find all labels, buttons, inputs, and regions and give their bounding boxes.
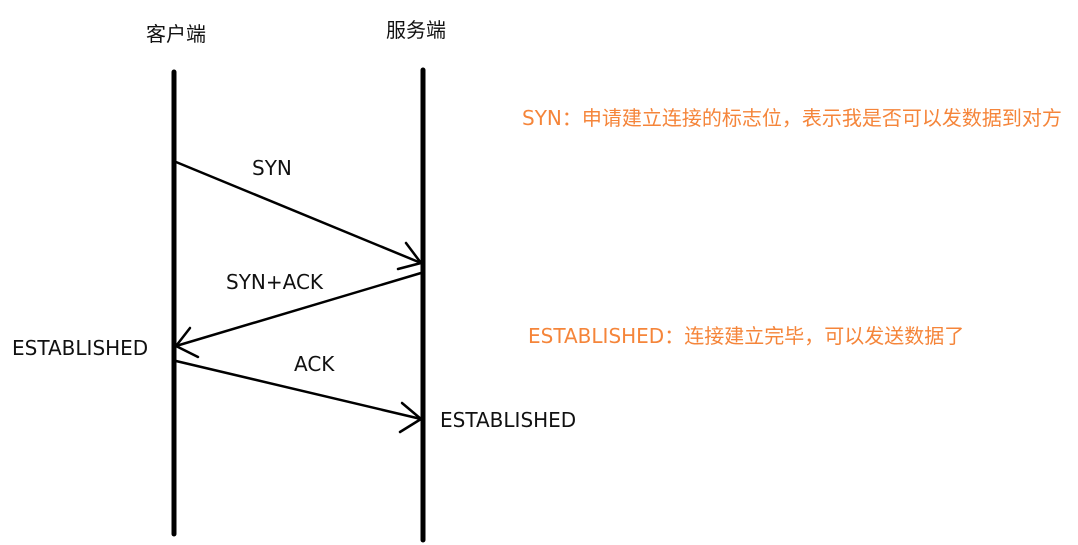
syn-note: SYN：申请建立连接的标志位，表示我是否可以发数据到对方 (522, 106, 1062, 130)
client-established-label: ESTABLISHED (12, 336, 149, 360)
syn-arrow (175, 160, 423, 271)
syn-ack-arrowhead (174, 326, 200, 359)
ack-message-label: ACK (294, 352, 335, 376)
client-label: 客户端 (146, 22, 206, 46)
syn-message-label: SYN (252, 156, 292, 180)
syn-ack-arrow-line (175, 271, 422, 348)
server-established-label: ESTABLISHED (440, 408, 577, 432)
syn-ack-message-label: SYN+ACK (226, 270, 324, 294)
ack-arrow (175, 359, 423, 434)
ack-arrowhead (398, 401, 423, 434)
server-label: 服务端 (386, 18, 446, 42)
established-note: ESTABLISHED：连接建立完毕，可以发送数据了 (528, 324, 965, 348)
ack-arrow-line (175, 359, 422, 421)
syn-arrow-line (175, 160, 422, 265)
syn-arrowhead (396, 241, 423, 271)
syn-ack-arrow (174, 271, 422, 359)
